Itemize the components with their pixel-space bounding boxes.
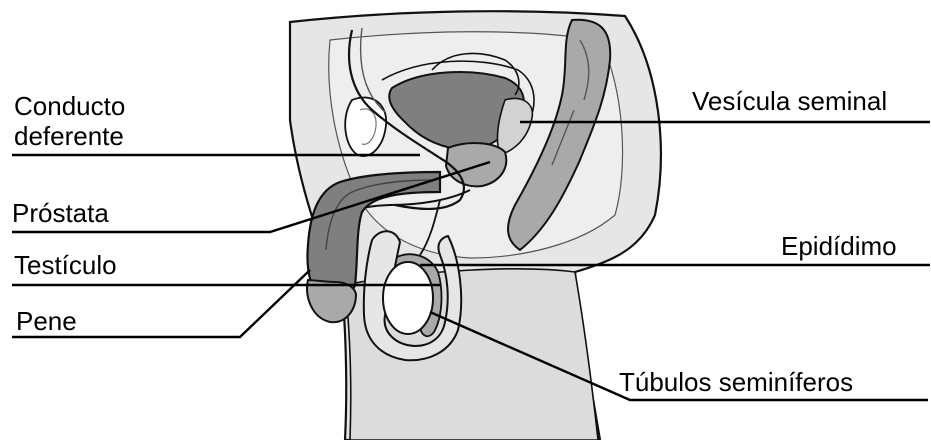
label-vesicula-seminal: Vesícula seminal [692, 86, 887, 116]
testicle [383, 262, 433, 334]
label-pene: Pene [16, 306, 77, 336]
label-epididimo: Epidídimo [781, 231, 897, 261]
label-prostata: Próstata [12, 198, 109, 228]
label-conducto-line1: Conducto [14, 91, 125, 121]
glans [307, 280, 356, 322]
label-conducto-line2: deferente [14, 121, 124, 151]
prostate [446, 143, 506, 186]
label-tubulos-seminiferos: Túbulos seminíferos [619, 367, 853, 397]
label-testiculo: Testículo [14, 250, 117, 280]
